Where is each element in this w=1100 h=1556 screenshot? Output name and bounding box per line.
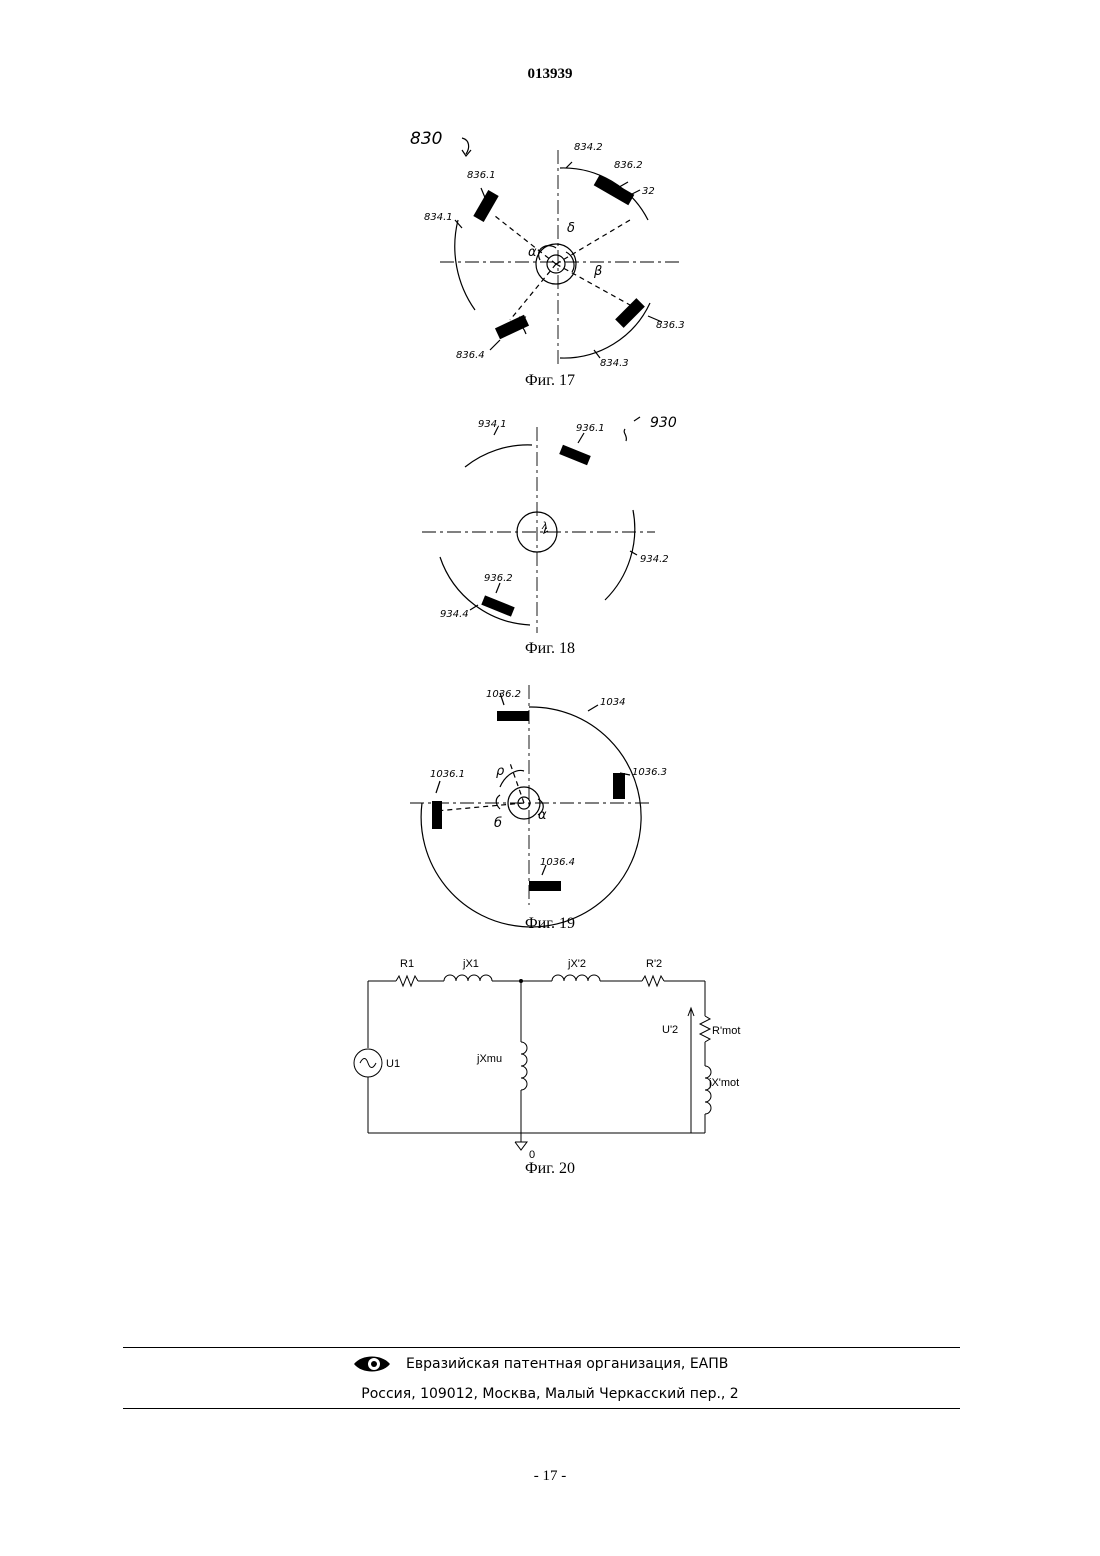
label-934-2: 934.2 <box>640 554 669 565</box>
figure-18: 934.1 936.1 930 λ 934.2 936.2 934.4 Фиг.… <box>0 405 1100 670</box>
label-836-3: 836.3 <box>656 320 685 331</box>
ref-930-label: 930 <box>650 415 677 431</box>
label-R1: R1 <box>400 958 414 970</box>
label-delta-19: б <box>494 816 502 831</box>
footer-top-rule <box>123 1347 960 1348</box>
label-1036-3: 1036.3 <box>632 767 667 778</box>
figure-18-drawing: 934.1 936.1 930 λ 934.2 936.2 934.4 <box>0 405 1100 670</box>
label-934-4: 934.4 <box>440 609 469 620</box>
figure-19: 1036.2 1034 ρ 1036.1 1036.3 α б 1036.4 Ф… <box>0 675 1100 940</box>
figure-18-caption: Фиг. 18 <box>0 640 1100 658</box>
label-32: 32 <box>642 186 655 197</box>
label-836-4: 836.4 <box>456 350 485 361</box>
ref-830-label: 830 <box>410 129 442 149</box>
figure-19-drawing: 1036.2 1034 ρ 1036.1 1036.3 α б 1036.4 <box>0 675 1100 940</box>
label-1034: 1034 <box>600 697 625 708</box>
label-jXmot: jX'mot <box>708 1077 739 1089</box>
figure-20-drawing: R1 jX1 jX'2 R'2 U1 jXmu U'2 R'mot jX'mot… <box>0 950 1100 1185</box>
label-U1: U1 <box>386 1058 400 1070</box>
figure-20: R1 jX1 jX'2 R'2 U1 jXmu U'2 R'mot jX'mot… <box>0 950 1100 1185</box>
label-R2: R'2 <box>646 958 662 970</box>
label-jX1: jX1 <box>462 958 479 970</box>
label-alpha-19: α <box>538 808 547 823</box>
label-rho: ρ <box>496 764 505 779</box>
footer-bottom-rule <box>123 1408 960 1409</box>
label-delta: δ <box>567 221 575 236</box>
label-934-1: 934.1 <box>478 419 507 430</box>
label-lambda: λ <box>541 521 548 532</box>
label-1036-4: 1036.4 <box>540 857 575 868</box>
label-834-3: 834.3 <box>600 358 629 369</box>
label-1036-2: 1036.2 <box>486 689 521 700</box>
figure-17: 830 834.2 836.2 836.1 32 834.1 δ α β γ 8… <box>0 120 1100 400</box>
label-jXmu: jXmu <box>476 1053 502 1065</box>
figure-20-caption: Фиг. 20 <box>0 1160 1100 1178</box>
page-number: - 17 - <box>0 1468 1100 1485</box>
label-jX2: jX'2 <box>567 958 586 970</box>
label-gamma: γ <box>518 313 527 328</box>
label-beta: β <box>593 264 602 279</box>
figure-19-caption: Фиг. 19 <box>0 915 1100 933</box>
footer-organization: Евразийская патентная организация, ЕАПВ <box>406 1356 728 1372</box>
footer-address: Россия, 109012, Москва, Малый Черкасский… <box>0 1386 1100 1402</box>
figure-17-caption: Фиг. 17 <box>0 372 1100 390</box>
label-1036-1: 1036.1 <box>430 769 465 780</box>
eapo-logo-icon <box>352 1352 392 1376</box>
label-834-2: 834.2 <box>574 142 603 153</box>
junction-node <box>519 979 523 983</box>
label-alpha: α <box>528 245 537 260</box>
label-Rmot: R'mot <box>712 1025 740 1037</box>
label-836-1: 836.1 <box>467 170 496 181</box>
label-936-1: 936.1 <box>576 423 605 434</box>
label-936-2: 936.2 <box>484 573 513 584</box>
label-U2: U'2 <box>662 1024 678 1036</box>
document-number: 013939 <box>0 66 1100 83</box>
label-836-2: 836.2 <box>614 160 643 171</box>
figure-17-drawing: 830 834.2 836.2 836.1 32 834.1 δ α β γ 8… <box>0 120 1100 400</box>
label-834-1: 834.1 <box>424 212 453 223</box>
